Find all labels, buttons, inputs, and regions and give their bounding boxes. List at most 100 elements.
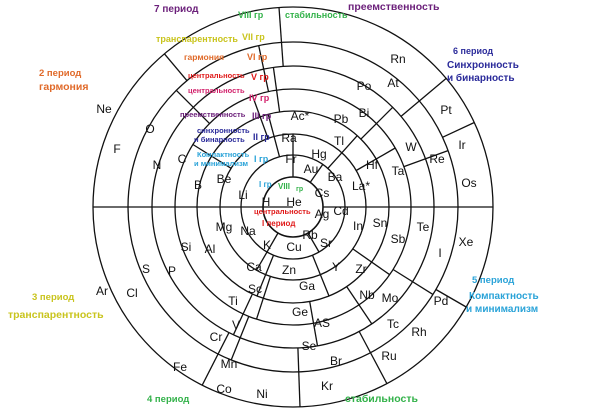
label-p3t: транспарентность xyxy=(8,309,104,321)
divider-16 xyxy=(311,254,330,297)
divider-30 xyxy=(175,89,211,125)
element-na: Na xyxy=(240,224,256,238)
element-ga: Ga xyxy=(299,279,315,293)
element-zn: Zn xyxy=(282,263,296,277)
divider-19 xyxy=(309,164,324,183)
element-ar: Ar xyxy=(96,284,108,298)
element-pt: Pt xyxy=(440,103,452,117)
label-g5: V гр xyxy=(251,72,269,82)
element-ti: Ti xyxy=(228,294,238,308)
element-nb: Nb xyxy=(359,288,375,302)
label-c1: I гр xyxy=(259,180,272,189)
label-g3t: преемственность xyxy=(180,110,246,119)
radial-dividers xyxy=(93,7,493,407)
label-g7: VII гр xyxy=(242,32,265,42)
element-cu: Cu xyxy=(286,240,301,254)
element-y: Y xyxy=(332,260,340,274)
element-f: F xyxy=(113,142,120,156)
label-g8t: стабильность xyxy=(285,10,348,20)
element-i: I xyxy=(438,246,441,260)
element-cd: Cd xyxy=(333,204,348,218)
element-cl: Cl xyxy=(126,286,137,300)
label-g4t: центральность xyxy=(188,86,245,95)
element-b: B xyxy=(194,178,202,192)
element-sb: Sb xyxy=(391,232,406,246)
label-p2t: гармония xyxy=(39,81,88,93)
element-cs: Cs xyxy=(315,186,330,200)
element-tl: Tl xyxy=(334,134,344,148)
label-c8b: гр xyxy=(296,186,303,193)
label-g1: I гр xyxy=(254,154,269,164)
element-kr: Kr xyxy=(321,379,333,393)
divider-27 xyxy=(403,149,449,168)
element-pb: Pb xyxy=(334,112,349,126)
element-rb: Rb xyxy=(302,228,318,242)
element-sn: Sn xyxy=(373,216,388,230)
divider-20 xyxy=(327,135,358,169)
element-ni: Ni xyxy=(256,387,267,401)
element-hg: Hg xyxy=(311,147,326,161)
element-xe: Xe xyxy=(459,235,474,249)
divider-18 xyxy=(358,331,388,384)
label-p5t1: Компактность xyxy=(469,291,539,302)
label-p6: 6 период xyxy=(453,46,493,56)
element-re: Re xyxy=(429,152,445,166)
label-p7: 7 период xyxy=(154,4,199,15)
element-ge: Ge xyxy=(292,305,308,319)
element-he: He xyxy=(286,195,302,209)
divider-5 xyxy=(251,95,269,139)
element-o: O xyxy=(145,122,154,136)
element-in: In xyxy=(353,219,363,233)
label-g8: VIII гр xyxy=(238,10,264,20)
label-g2t2: и бинарность xyxy=(194,135,245,144)
element-ir: Ir xyxy=(458,138,465,152)
divider-14 xyxy=(201,332,230,386)
element-h: H xyxy=(262,195,271,209)
element-cr: Cr xyxy=(210,330,223,344)
divider-24 xyxy=(392,268,434,295)
label-p5: 5 период xyxy=(472,275,514,286)
label-g3: III гр xyxy=(252,111,272,121)
element-tc: Tc xyxy=(387,317,399,331)
element-li: Li xyxy=(238,188,247,202)
element-os: Os xyxy=(461,176,476,190)
element-ba: Ba xyxy=(328,170,343,184)
divider-12 xyxy=(232,293,253,336)
element-sr: Sr xyxy=(320,236,332,250)
element-ta: Ta xyxy=(392,164,405,178)
element-ca: Ca xyxy=(246,260,262,274)
divider-7 xyxy=(258,45,270,92)
element-la-star: La* xyxy=(352,179,370,193)
element-be: Be xyxy=(217,172,232,186)
label-g7t: транспарентность xyxy=(156,34,238,44)
element-br: Br xyxy=(330,354,342,368)
element-w: W xyxy=(405,140,417,154)
label-p6t2: и бинарность xyxy=(447,72,515,84)
element-p: P xyxy=(168,264,176,278)
label-g2t1: синхронность xyxy=(197,126,250,135)
label-g5t: центральность xyxy=(188,71,245,80)
element-pd: Pd xyxy=(434,294,449,308)
label-p5t2: и минимализм xyxy=(466,304,538,315)
label-g6: VI гр xyxy=(247,52,268,62)
divider-28 xyxy=(442,121,475,138)
element-mn: Mn xyxy=(221,357,238,371)
element-si: Si xyxy=(181,240,192,254)
element-mo: Mo xyxy=(382,291,399,305)
element-rn: Rn xyxy=(390,52,405,66)
element-zr: Zr xyxy=(355,262,366,276)
element-co: Co xyxy=(216,382,232,396)
label-cct: центральность xyxy=(254,207,311,216)
label-g1t1: Компактность xyxy=(197,150,250,159)
divider-4 xyxy=(267,114,281,157)
divider-8 xyxy=(278,7,284,67)
element-al: Al xyxy=(205,242,216,256)
element-as: AS xyxy=(314,316,330,330)
element-s: S xyxy=(142,262,150,276)
label-p4t: стабильность xyxy=(345,393,418,405)
element-v: V xyxy=(232,318,240,332)
